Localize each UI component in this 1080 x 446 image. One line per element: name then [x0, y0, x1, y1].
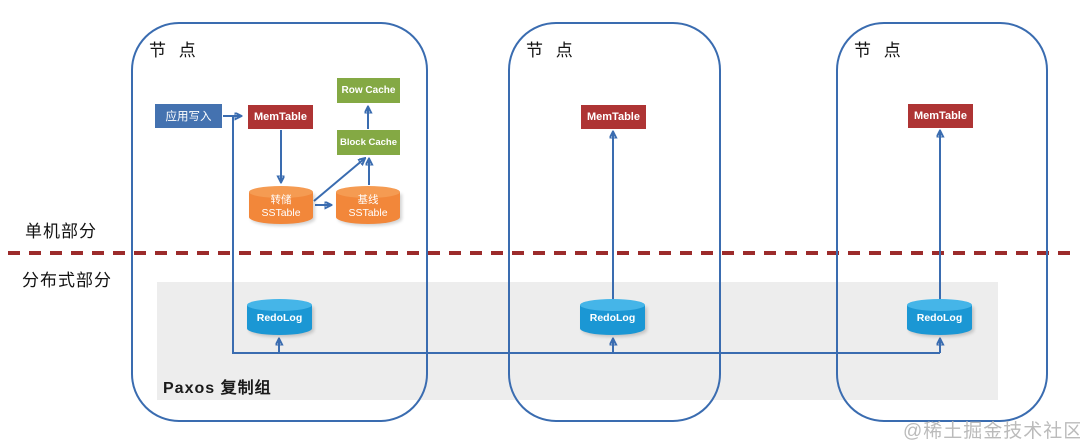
baseline-sstable-label-line2: SSTable [348, 206, 388, 219]
app-write-box: 应用写入 [155, 104, 222, 128]
cylinder-top-ellipse [907, 299, 972, 311]
baseline-sstable-label-line1: 基线 [357, 193, 379, 206]
distributed-section-label: 分布式部分 [22, 271, 112, 290]
cylinder-top-ellipse [249, 186, 313, 198]
node-1: 节 点 [131, 22, 428, 422]
dump-sstable-label-line1: 转储 [270, 193, 292, 206]
paxos-group-label: Paxos 复制组 [163, 380, 272, 397]
line-write-trunk-to-redologs [232, 116, 940, 354]
node-3-label: 节 点 [854, 41, 905, 60]
node-2-redolog-label: RedoLog [589, 312, 636, 325]
node-2-memtable-box: MemTable [581, 105, 646, 129]
node-3-redolog-label: RedoLog [916, 312, 963, 325]
baseline-sstable-cylinder: 基线 SSTable [336, 186, 400, 224]
watermark-text: @稀土掘金技术社区 [903, 421, 1080, 442]
node-1-redolog-cylinder: RedoLog [247, 299, 312, 335]
node-1-label: 节 点 [149, 41, 200, 60]
arrow-dump-sstable-to-block-cache [313, 159, 364, 202]
cylinder-top-ellipse [336, 186, 400, 198]
node-1-memtable-box: MemTable [248, 105, 313, 129]
node-3: 节 点 [836, 22, 1048, 422]
cylinder-top-ellipse [247, 299, 312, 311]
node-2-label: 节 点 [526, 41, 577, 60]
dump-sstable-cylinder: 转储 SSTable [249, 186, 313, 224]
cylinder-top-ellipse [580, 299, 645, 311]
node-1-redolog-label: RedoLog [256, 312, 303, 325]
block-cache-box: Block Cache [337, 130, 400, 155]
node-3-redolog-cylinder: RedoLog [907, 299, 972, 335]
section-divider-dashed-line [8, 251, 1072, 255]
row-cache-box: Row Cache [337, 78, 400, 103]
node-3-memtable-box: MemTable [908, 104, 973, 128]
standalone-section-label: 单机部分 [25, 222, 97, 241]
dump-sstable-label-line2: SSTable [261, 206, 301, 219]
node-2-redolog-cylinder: RedoLog [580, 299, 645, 335]
node-2: 节 点 [508, 22, 721, 422]
